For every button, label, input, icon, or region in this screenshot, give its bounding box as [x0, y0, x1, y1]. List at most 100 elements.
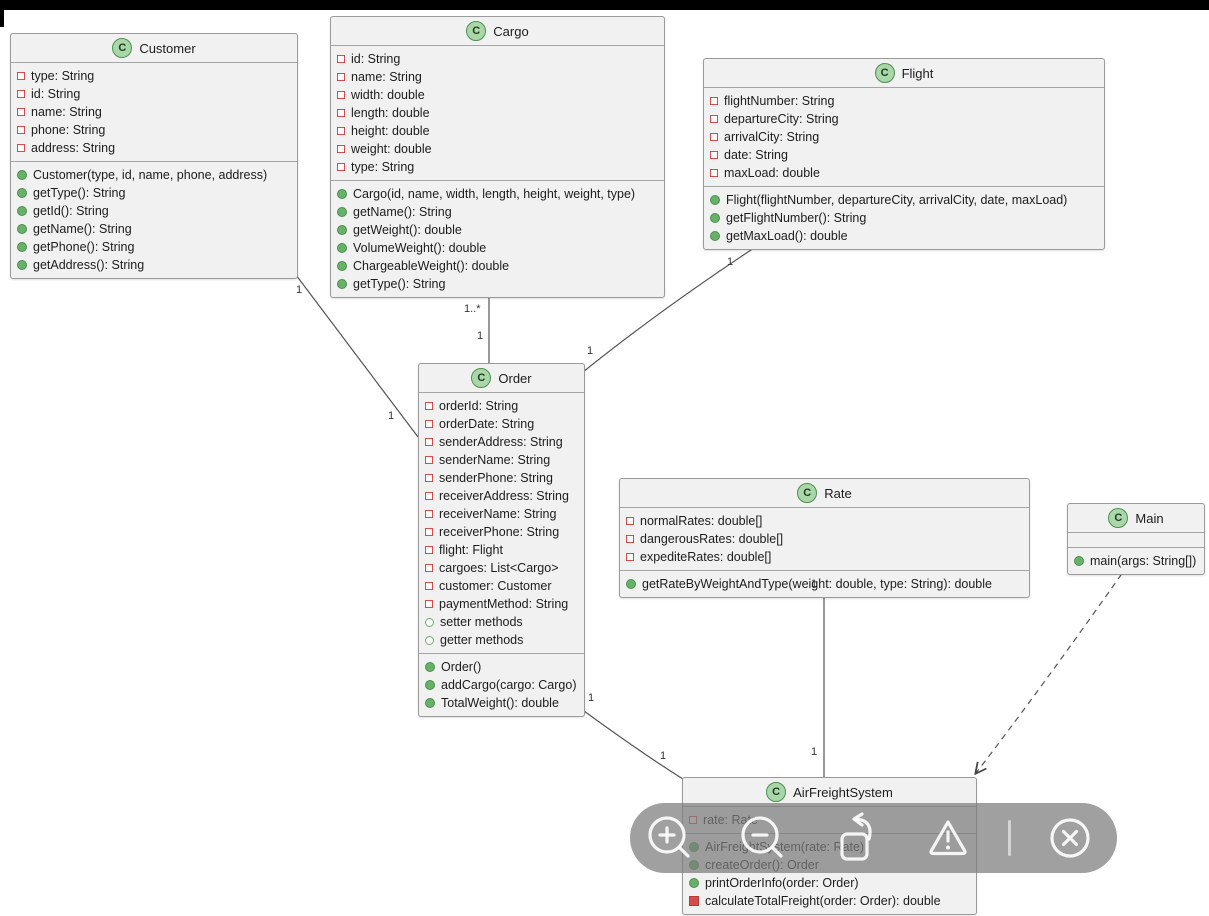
- class-member: addCargo(cargo: Cargo): [425, 676, 578, 694]
- class-title: Rate: [824, 485, 852, 501]
- class-header: C Cargo: [331, 17, 664, 46]
- member-text: setter methods: [440, 615, 523, 629]
- class-member: printOrderInfo(order: Order): [689, 874, 970, 892]
- public-method-icon: [710, 213, 720, 223]
- member-text: orderId: String: [439, 399, 519, 413]
- member-text: senderName: String: [439, 453, 551, 467]
- private-field-icon: [425, 438, 433, 446]
- class-stereotype-icon: C: [112, 38, 133, 58]
- class-member: type: String: [17, 67, 291, 85]
- public-method-icon: [710, 231, 720, 241]
- member-text: getter methods: [440, 633, 524, 647]
- member-text: VolumeWeight(): double: [353, 241, 487, 255]
- private-field-icon: [425, 420, 433, 428]
- report-issue-button[interactable]: [920, 810, 976, 866]
- class-member: receiverAddress: String: [425, 487, 578, 505]
- attributes-compartment: [1068, 533, 1204, 548]
- zoom-in-button[interactable]: [642, 810, 698, 866]
- class-member: phone: String: [17, 121, 291, 139]
- close-button[interactable]: [1042, 810, 1098, 866]
- class-member: getPhone(): String: [17, 238, 291, 256]
- class-member: getWeight(): double: [337, 221, 658, 239]
- multiplicity-label: 1..*: [464, 303, 481, 315]
- class-member: main(args: String[]): [1074, 552, 1198, 570]
- class-member: getName(): String: [17, 220, 291, 238]
- private-field-icon: [710, 133, 718, 141]
- private-field-icon: [17, 72, 25, 80]
- class-member: senderAddress: String: [425, 433, 578, 451]
- class-member: orderId: String: [425, 397, 578, 415]
- toolbar-divider: [1008, 820, 1011, 856]
- public-method-icon: [710, 195, 720, 205]
- attributes-compartment: normalRates: double[]dangerousRates: dou…: [620, 508, 1029, 571]
- member-text: customer: Customer: [439, 579, 552, 593]
- class-member: senderName: String: [425, 451, 578, 469]
- member-text: addCargo(cargo: Cargo): [441, 678, 577, 692]
- private-field-icon: [626, 535, 634, 543]
- private-field-icon: [425, 492, 433, 500]
- private-field-icon: [626, 517, 634, 525]
- class-header: C Order: [419, 364, 584, 393]
- zoom-out-button[interactable]: [735, 810, 791, 866]
- edge-customer-order: [295, 274, 419, 438]
- class-member: arrivalCity: String: [710, 128, 1098, 146]
- class-member: getAddress(): String: [17, 256, 291, 274]
- member-text: getWeight(): double: [353, 223, 462, 237]
- multiplicity-label: 1: [296, 284, 303, 296]
- private-field-icon: [17, 126, 25, 134]
- private-field-icon: [425, 600, 433, 608]
- private-field-icon: [710, 169, 718, 177]
- multiplicity-label: 1: [588, 692, 595, 704]
- top-letterbox-bar: [0, 0, 1209, 10]
- package-method-icon: [425, 617, 434, 627]
- public-method-icon: [1074, 556, 1084, 566]
- class-member: weight: double: [337, 140, 658, 158]
- class-member: id: String: [337, 50, 658, 68]
- public-method-icon: [337, 225, 347, 235]
- class-stereotype-icon: C: [466, 21, 487, 41]
- member-text: id: String: [351, 52, 401, 66]
- class-member: flight: Flight: [425, 541, 578, 559]
- member-text: flight: Flight: [439, 543, 503, 557]
- public-method-icon: [689, 878, 699, 888]
- class-member: getType(): String: [337, 275, 658, 293]
- public-method-icon: [337, 279, 347, 289]
- class-member: normalRates: double[]: [626, 512, 1023, 530]
- member-text: cargoes: List<Cargo>: [439, 561, 559, 575]
- class-header: C Rate: [620, 479, 1029, 508]
- zoom-in-icon: [648, 816, 690, 858]
- public-method-icon: [337, 243, 347, 253]
- class-member: expediteRates: double[]: [626, 548, 1023, 566]
- class-member: VolumeWeight(): double: [337, 239, 658, 257]
- member-text: date: String: [724, 148, 788, 162]
- member-text: expediteRates: double[]: [640, 550, 772, 564]
- member-text: name: String: [351, 70, 422, 84]
- methods-compartment: Cargo(id, name, width, length, height, w…: [331, 181, 664, 297]
- reset-view-button[interactable]: [829, 810, 885, 866]
- zoom-out-icon: [741, 816, 783, 858]
- class-main[interactable]: C Main main(args: String[]): [1067, 503, 1205, 575]
- class-title: Order: [498, 370, 532, 386]
- private-field-icon: [425, 456, 433, 464]
- multiplicity-label: 1: [388, 410, 395, 422]
- member-text: ChargeableWeight(): double: [353, 259, 510, 273]
- class-member: getType(): String: [17, 184, 291, 202]
- member-text: phone: String: [31, 123, 106, 137]
- public-method-icon: [425, 662, 435, 672]
- private-field-icon: [17, 144, 25, 152]
- member-text: receiverName: String: [439, 507, 557, 521]
- member-text: id: String: [31, 87, 81, 101]
- class-rate[interactable]: C Rate normalRates: double[]dangerousRat…: [619, 478, 1030, 598]
- class-member: cargoes: List<Cargo>: [425, 559, 578, 577]
- multiplicity-label: 1: [587, 345, 594, 357]
- class-member: TotalWeight(): double: [425, 694, 578, 712]
- member-text: normalRates: double[]: [640, 514, 763, 528]
- member-text: Customer(type, id, name, phone, address): [33, 168, 268, 182]
- methods-compartment: getRateByWeightAndType(weight: double, t…: [620, 571, 1029, 597]
- edge-order-airfreightsystem: [583, 710, 684, 780]
